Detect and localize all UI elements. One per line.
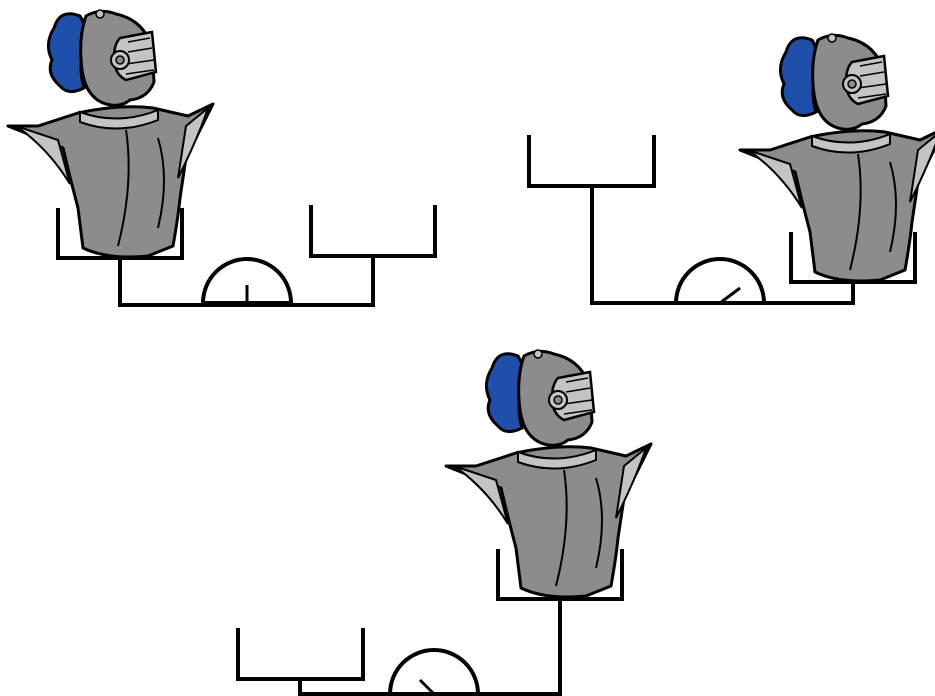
balance-scene-2 [529, 34, 935, 303]
left-pan [529, 135, 654, 186]
knight-icon [740, 34, 935, 281]
scale-dial [390, 650, 478, 694]
balance-scene-3 [238, 350, 651, 696]
balance-scene-1 [8, 10, 435, 305]
right-pan [311, 205, 435, 256]
left-pan [238, 628, 363, 679]
scale-dial [203, 259, 291, 303]
scale-dial [676, 259, 764, 303]
